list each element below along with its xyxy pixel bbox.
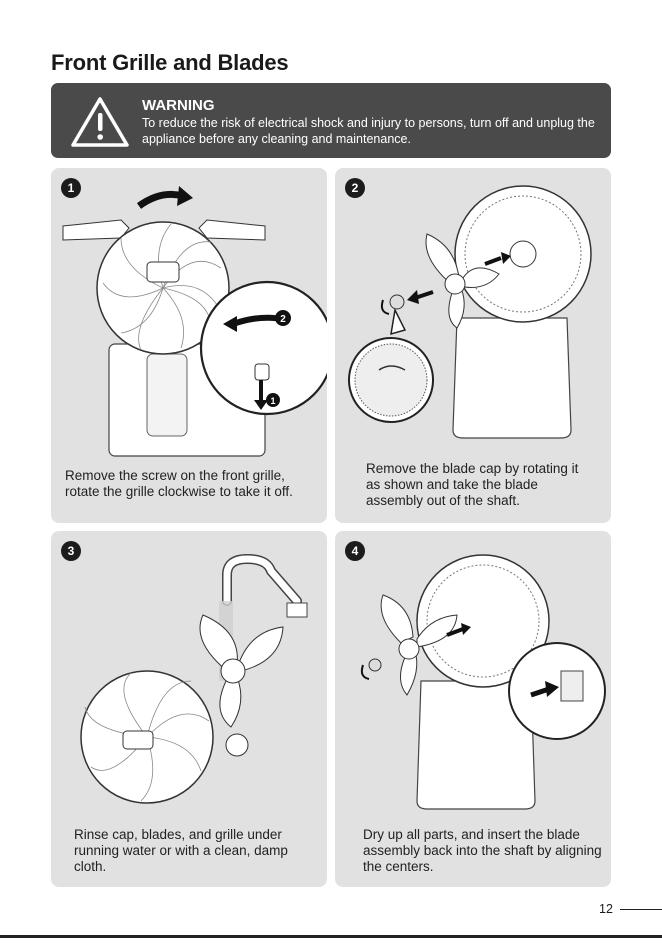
- warning-heading: WARNING: [142, 97, 215, 114]
- step-card-3: 3 Rinse cap, blades, and grille under ru…: [51, 531, 327, 887]
- grille-removal-illustration: 2 1: [62, 186, 327, 457]
- step-card-1: 1 2 1 Remove the screw on the: [51, 168, 327, 523]
- rinse-parts-illustration: [80, 553, 308, 804]
- callout-2: 2: [280, 314, 286, 325]
- step-caption: Remove the blade cap by rotating it as s…: [366, 461, 579, 508]
- step-number: 3: [61, 541, 81, 561]
- step-number: 4: [345, 541, 365, 561]
- step-card-4: 4 Dry up all parts, and insert the blade…: [335, 531, 611, 887]
- step-caption: Dry up all parts, and insert the blade a…: [363, 827, 602, 874]
- page-number: 12: [599, 902, 613, 916]
- step-card-2: 2 Remove the blade cap by rotating it as…: [335, 168, 611, 523]
- step-number: 1: [61, 178, 81, 198]
- step-caption: Rinse cap, blades, and grille under runn…: [74, 827, 288, 874]
- warning-triangle-icon: [71, 97, 129, 147]
- blade-cap-removal-illustration: [348, 185, 592, 439]
- callout-1: 1: [270, 396, 275, 406]
- step-number: 2: [345, 178, 365, 198]
- page-number-rule: [620, 909, 662, 910]
- warning-banner: WARNING To reduce the risk of electrical…: [51, 83, 611, 158]
- page-title: Front Grille and Blades: [51, 50, 289, 75]
- warning-text: To reduce the risk of electrical shock a…: [142, 116, 595, 146]
- blade-reinstall-illustration: [360, 554, 606, 810]
- bottom-divider: [0, 935, 662, 938]
- step-caption: Remove the screw on the front grille, ro…: [65, 468, 293, 499]
